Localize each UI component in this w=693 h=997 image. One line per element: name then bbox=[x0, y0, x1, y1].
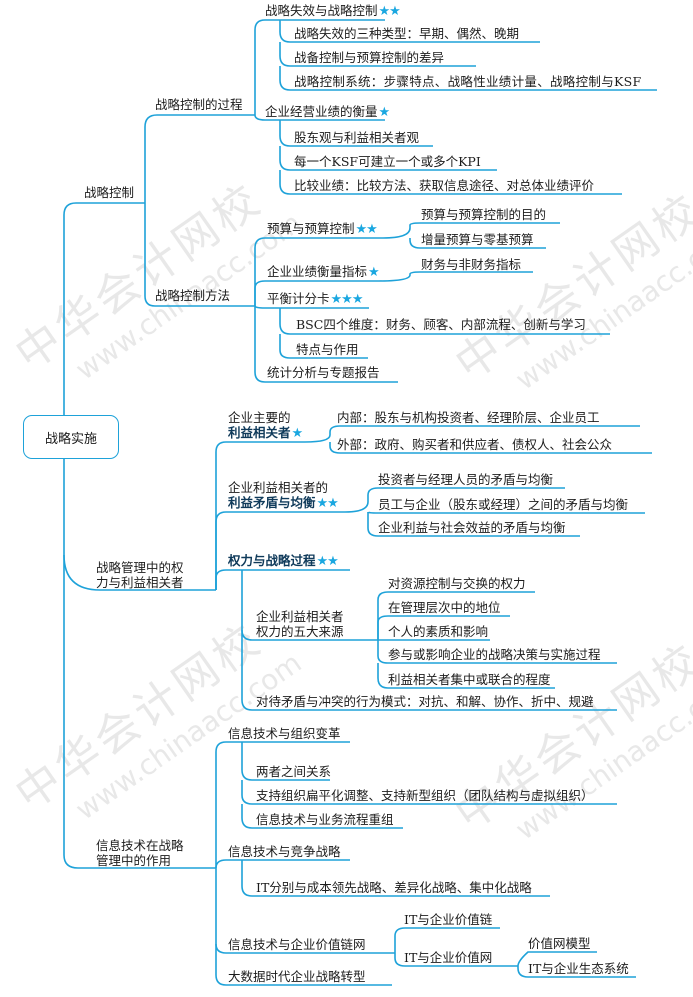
leaf[interactable]: 特点与作用 bbox=[296, 342, 359, 357]
leaf[interactable]: 增量预算与零基预算 bbox=[421, 232, 534, 247]
leaf[interactable]: 在管理层次中的地位 bbox=[388, 600, 501, 615]
node-label: 预算与预算控制 bbox=[267, 221, 355, 236]
leaf[interactable]: IT与企业生态系统 bbox=[528, 961, 629, 976]
node-power-strategy-process[interactable]: 权力与战略过程★★ bbox=[228, 553, 339, 569]
star-icon: ★ bbox=[368, 265, 380, 280]
node-label: 企业经营业绩的衡量 bbox=[265, 104, 378, 119]
node-interest-conflict[interactable]: 企业利益相关者的 利益矛盾与均衡★★ bbox=[228, 480, 339, 511]
leaf[interactable]: 个人的素质和影响 bbox=[388, 624, 489, 639]
star-icon: ★★ bbox=[316, 496, 339, 511]
node-label: 战略失效与战略控制 bbox=[265, 3, 378, 18]
leaf[interactable]: 员工与企业（股东或经理）之间的矛盾与均衡 bbox=[378, 497, 629, 512]
node-label-line1: 战略管理中的权 bbox=[96, 560, 184, 575]
leaf[interactable]: IT分别与成本领先战略、差异化战略、集中化战略 bbox=[256, 880, 532, 895]
node-it-org-change[interactable]: 信息技术与组织变革 bbox=[228, 726, 341, 741]
leaf[interactable]: 参与或影响企业的战略决策与实施过程 bbox=[388, 647, 601, 662]
leaf[interactable]: 每一个KSF可建立一个或多个KPI bbox=[294, 154, 481, 169]
node-label: 权力与战略过程 bbox=[228, 553, 316, 568]
leaf[interactable]: 投资者与经理人员的矛盾与均衡 bbox=[378, 472, 554, 487]
node-label-line2: 权力的五大来源 bbox=[256, 624, 344, 639]
leaf[interactable]: 内部：股东与机构投资者、经理阶层、企业员工 bbox=[337, 410, 600, 425]
leaf[interactable]: 对资源控制与交换的权力 bbox=[388, 576, 526, 591]
node-label-line2: 利益矛盾与均衡 bbox=[228, 495, 316, 510]
star-icon: ★★ bbox=[378, 4, 401, 19]
node-label-line1: 企业利益相关者的 bbox=[228, 480, 329, 495]
leaf[interactable]: 预算与预算控制的目的 bbox=[421, 207, 547, 222]
node-failure-and-control[interactable]: 战略失效与战略控制★★ bbox=[265, 3, 401, 19]
node-main-stakeholders[interactable]: 企业主要的 利益相关者★ bbox=[228, 410, 304, 441]
node-performance-indicators[interactable]: 企业业绩衡量指标★ bbox=[267, 264, 380, 280]
node-label-line2: 利益相关者 bbox=[228, 425, 291, 440]
node-label: 平衡计分卡 bbox=[267, 291, 330, 306]
node-label-line2: 力与利益相关者 bbox=[96, 575, 184, 590]
node-label: 企业业绩衡量指标 bbox=[267, 264, 368, 279]
leaf[interactable]: 外部：政府、购买者和供应者、债权人、社会公众 bbox=[337, 437, 613, 452]
leaf[interactable]: 战略控制系统：步骤特点、战略性业绩计量、战略控制与KSF bbox=[294, 74, 642, 89]
leaf-behavior-patterns[interactable]: 对待矛盾与冲突的行为模式：对抗、和解、协作、折中、规避 bbox=[256, 694, 594, 709]
leaf[interactable]: 信息技术与业务流程重组 bbox=[256, 812, 394, 827]
leaf[interactable]: 比较业绩：比较方法、获取信息途径、对总体业绩评价 bbox=[294, 178, 595, 193]
node-five-power-sources[interactable]: 企业利益相关者 权力的五大来源 bbox=[256, 609, 344, 639]
node-power-stakeholders[interactable]: 战略管理中的权 力与利益相关者 bbox=[96, 560, 184, 590]
node-label-line1: 企业主要的 bbox=[228, 410, 291, 425]
leaf[interactable]: 股东观与利益相关者观 bbox=[294, 130, 420, 145]
node-it-competition[interactable]: 信息技术与竞争战略 bbox=[228, 844, 341, 859]
star-icon: ★★ bbox=[316, 554, 339, 569]
node-label-line2: 管理中的作用 bbox=[96, 853, 172, 868]
leaf[interactable]: 企业利益与社会效益的矛盾与均衡 bbox=[378, 520, 566, 535]
leaf[interactable]: 财务与非财务指标 bbox=[421, 257, 522, 272]
star-icon: ★ bbox=[378, 105, 391, 120]
leaf[interactable]: 利益相关者集中或联合的程度 bbox=[388, 672, 551, 687]
node-performance-measurement[interactable]: 企业经营业绩的衡量★ bbox=[265, 104, 391, 120]
node-control-methods[interactable]: 战略控制方法 bbox=[155, 288, 231, 303]
leaf[interactable]: 战略失效的三种类型：早期、偶然、晚期 bbox=[294, 26, 520, 41]
node-control-process[interactable]: 战略控制的过程 bbox=[155, 97, 243, 112]
node-label-line1: 企业利益相关者 bbox=[256, 609, 344, 624]
leaf[interactable]: 价值网模型 bbox=[528, 936, 591, 951]
leaf[interactable]: 两者之间关系 bbox=[256, 764, 332, 779]
node-balanced-scorecard[interactable]: 平衡计分卡★★★ bbox=[267, 291, 364, 307]
node-label-line1: 信息技术在战略 bbox=[96, 838, 184, 853]
leaf[interactable]: BSC四个维度：财务、顾客、内部流程、创新与学习 bbox=[296, 317, 586, 332]
node-it-value-network[interactable]: 信息技术与企业价值链网 bbox=[228, 937, 366, 952]
star-icon: ★ bbox=[291, 426, 304, 441]
node-budget-control[interactable]: 预算与预算控制★★ bbox=[267, 221, 378, 237]
node-strategic-control[interactable]: 战略控制 bbox=[84, 185, 135, 200]
leaf[interactable]: 支持组织扁平化调整、支持新型组织（团队结构与虚拟组织） bbox=[256, 788, 594, 803]
root-label: 战略实施 bbox=[44, 431, 97, 447]
node-it-role[interactable]: 信息技术在战略 管理中的作用 bbox=[96, 838, 184, 868]
root-node[interactable]: 战略实施 bbox=[23, 415, 119, 459]
node-it-value-net[interactable]: IT与企业价值网 bbox=[404, 950, 493, 965]
node-big-data-transformation[interactable]: 大数据时代企业战略转型 bbox=[228, 969, 366, 984]
node-statistical-reports[interactable]: 统计分析与专题报告 bbox=[267, 365, 380, 380]
leaf[interactable]: IT与企业价值链 bbox=[404, 912, 493, 927]
star-icon: ★★★ bbox=[330, 292, 364, 307]
star-icon: ★★ bbox=[355, 222, 378, 237]
leaf[interactable]: 战备控制与预算控制的差异 bbox=[294, 50, 445, 65]
